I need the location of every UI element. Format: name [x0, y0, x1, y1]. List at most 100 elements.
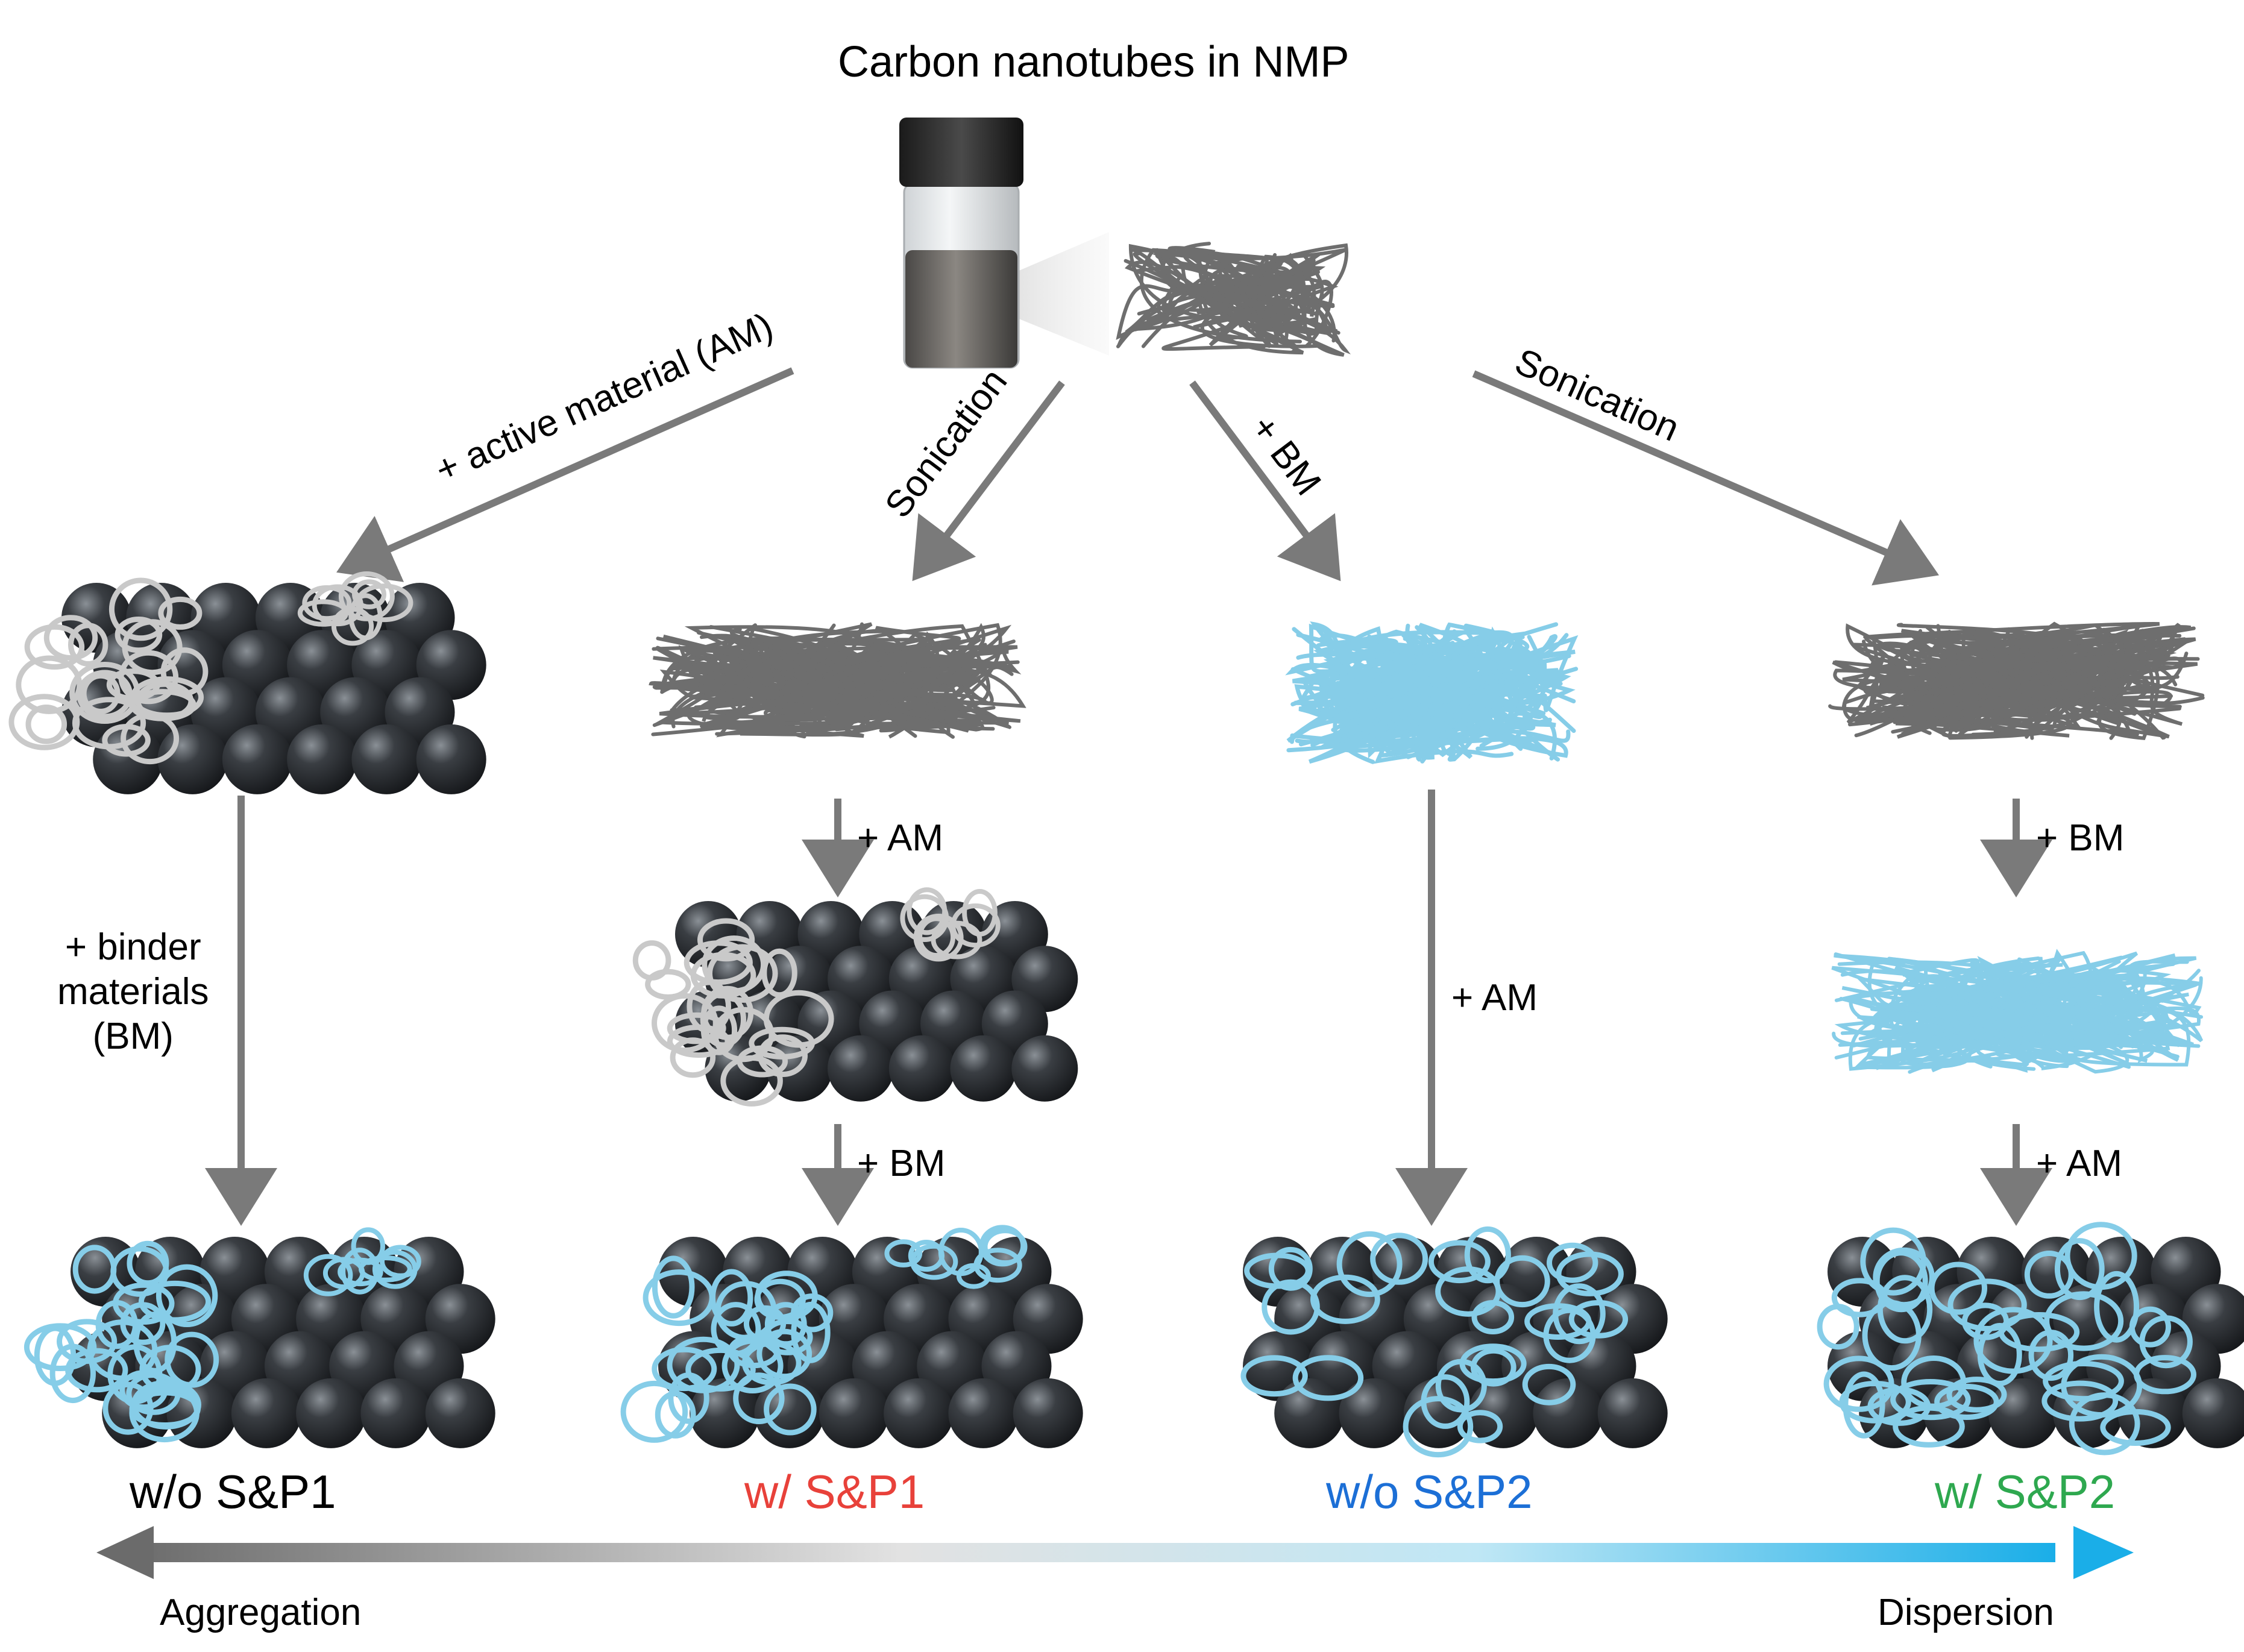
- electrode-wo-sp2: [1240, 1226, 1668, 1458]
- cnt-loop: [1977, 1323, 2022, 1386]
- cnt-loop: [57, 1319, 118, 1364]
- cnt-loop: [1890, 1379, 1971, 1421]
- cnt-loop: [1831, 1278, 1888, 1318]
- outcome-label-4: w/ S&P2: [1935, 1465, 2115, 1519]
- cnt-loop: [762, 1319, 813, 1355]
- electrode-w-sp1: [620, 1225, 1083, 1448]
- cnt-loop: [1240, 1355, 1308, 1397]
- cnt-strand: [684, 625, 1009, 692]
- cnt-loop: [1553, 1283, 1606, 1345]
- am-cnt-aggregate-p2: [632, 887, 1078, 1107]
- cnt-strand: [1316, 633, 1560, 762]
- am-particle: [1403, 1378, 1474, 1448]
- vial-icon: [899, 118, 1109, 369]
- label-p2-add-am: + AM: [857, 817, 944, 859]
- cnt-strand: [1862, 624, 2096, 713]
- outcome-name: S&P2: [1994, 1465, 2116, 1518]
- cnt-loop: [126, 1372, 181, 1415]
- zoom-cone: [961, 232, 1109, 356]
- cnt-loop: [733, 1372, 785, 1425]
- am-cnt-aggregate-p1: [8, 571, 486, 794]
- cnt-loop: [338, 1257, 383, 1287]
- cnt-loop: [1873, 1247, 1935, 1308]
- page-title: Carbon nanotubes in NMP: [838, 38, 1350, 86]
- cnt-strand: [1842, 627, 2125, 687]
- cnt-loop: [2139, 1315, 2193, 1369]
- cnt-loop: [764, 1383, 817, 1436]
- cnt-loop: [884, 1239, 923, 1267]
- am-particle: [351, 724, 422, 794]
- outcome-prefix: w/o: [130, 1465, 203, 1518]
- cnt-loop: [1457, 1410, 1503, 1443]
- cnt-zoom-tangle: [1116, 242, 1351, 357]
- cnt-loop: [1934, 1384, 1999, 1420]
- cnt-loop: [900, 894, 949, 943]
- am-particle: [157, 724, 228, 794]
- cnt-loop: [982, 1228, 1028, 1266]
- cnt-loop: [712, 1007, 775, 1063]
- cnt-loop: [72, 1245, 117, 1294]
- cnt-loop: [68, 623, 108, 667]
- outcome-prefix: w/o: [1326, 1465, 1400, 1518]
- cnt-loop: [24, 624, 85, 670]
- cnt-strand: [1234, 243, 1348, 327]
- am-particle: [222, 724, 292, 794]
- arrow-sonication-2: [1472, 370, 1940, 586]
- cnt-loop: [668, 1372, 709, 1424]
- arrow-add-am: [336, 367, 794, 582]
- cnt-loop: [962, 889, 998, 937]
- arrow-add-bm: [1189, 380, 1341, 582]
- cnt-loop: [120, 1302, 166, 1345]
- label-binder-materials: + binder materials (BM): [57, 926, 209, 1057]
- cnt-loop: [129, 1383, 200, 1443]
- cnt-loop: [341, 1248, 379, 1295]
- axis-label-aggregation: Aggregation: [160, 1592, 362, 1633]
- cnt-loop: [49, 1343, 96, 1404]
- cnt-loop: [2044, 1291, 2124, 1351]
- cnt-loop: [652, 1255, 695, 1319]
- cnt-loop: [1292, 1355, 1364, 1401]
- cnt-loop: [130, 689, 196, 721]
- am-particle: [1274, 1378, 1345, 1448]
- cnt-loop: [652, 1346, 717, 1392]
- cnt-loop: [632, 940, 671, 981]
- cnt-loop: [908, 1240, 945, 1272]
- cnt-loop: [907, 887, 948, 935]
- cnt-loop: [1556, 1251, 1624, 1296]
- cnt-loop: [158, 596, 203, 630]
- cnt-strand: [1116, 263, 1316, 347]
- am-particle: [425, 1378, 495, 1448]
- cnt-loop: [620, 1380, 688, 1443]
- cnt-loop: [2094, 1270, 2140, 1343]
- axis-left-arrowhead: [96, 1526, 154, 1579]
- outcome-name: S&P2: [1412, 1465, 1533, 1518]
- cnt-loop: [1403, 1396, 1474, 1458]
- cnt-strand: [697, 630, 982, 730]
- cnt-loop: [956, 1263, 991, 1289]
- cnt-loop: [69, 662, 140, 724]
- am-particle: [884, 1378, 954, 1448]
- cnt-loop: [95, 1300, 139, 1349]
- cnt-loop: [43, 615, 98, 661]
- outcome-prefix: w/: [1935, 1465, 1982, 1518]
- cnt-loop: [1470, 1348, 1516, 1387]
- cnt-loop: [331, 606, 374, 646]
- cnt-loop: [1839, 1381, 1911, 1424]
- axis-right-arrowhead: [2073, 1526, 2134, 1579]
- cnt-loop: [156, 1264, 218, 1328]
- am-particle: [2182, 1378, 2244, 1448]
- am-particle: [1468, 1378, 1539, 1448]
- cnt-loop: [1901, 1355, 1967, 1409]
- cnt-loop: [302, 585, 352, 621]
- cnt-strand: [1286, 633, 1491, 743]
- cnt-strand: [1950, 979, 2202, 1016]
- cnt-strand: [1870, 981, 2180, 1066]
- cnt-loop: [25, 705, 68, 744]
- cnt-loop: [1471, 1300, 1515, 1334]
- cnt-loop: [1336, 1231, 1403, 1298]
- cnt-strand: [1403, 636, 1535, 751]
- cnt-loop: [108, 577, 173, 641]
- am-particle: [231, 1378, 301, 1448]
- cnt-bm-network-p4: [1831, 949, 2204, 1074]
- am-particle: [296, 1378, 366, 1448]
